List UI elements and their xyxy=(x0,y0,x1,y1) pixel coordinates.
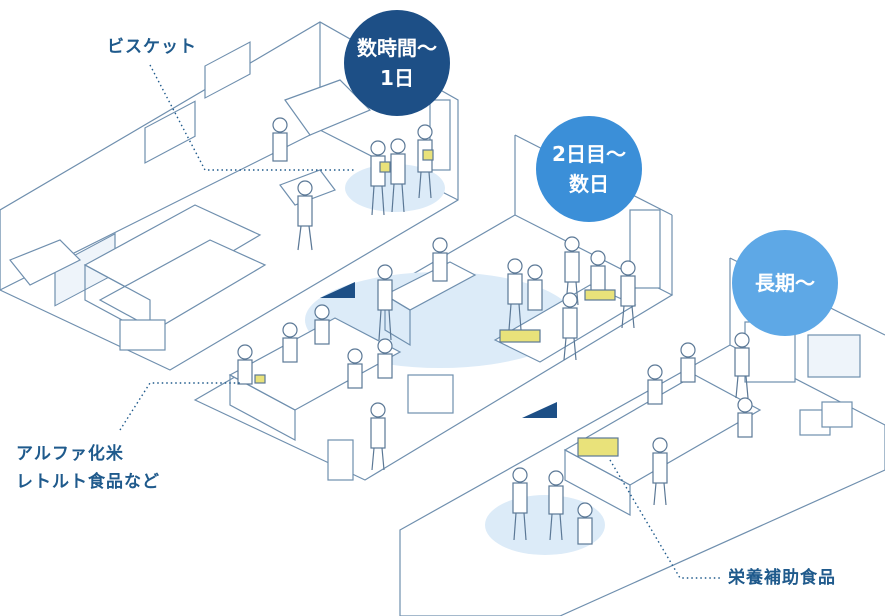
phase-label-line1: 長期〜 xyxy=(755,271,815,295)
phase-badge-second-day: 2日目〜 数日 xyxy=(536,116,642,222)
phase-badge-long-term: 長期〜 xyxy=(732,230,838,336)
room-long-term xyxy=(399,257,885,616)
room-first-hours xyxy=(0,21,459,371)
arrow-to-room2 xyxy=(320,282,355,298)
phase-label-line1: 2日目〜 xyxy=(552,142,626,166)
people-room1 xyxy=(272,117,434,251)
phase-label-line1: 数時間〜 xyxy=(357,36,437,60)
callout-alpha-rice-line2: レトルト食品など xyxy=(16,472,160,492)
callout-nutrition: 栄養補助食品 xyxy=(728,568,836,588)
phase-label-line2: 数日 xyxy=(569,172,609,196)
arrow-to-room3 xyxy=(522,402,557,418)
phase-badge-first-hours: 数時間〜 1日 xyxy=(344,10,450,116)
callout-biscuit: ビスケット xyxy=(107,37,197,57)
phase-label-line2: 1日 xyxy=(380,66,414,90)
callout-alpha-rice-line1: アルファ化米 xyxy=(16,444,124,464)
leader-lines xyxy=(119,64,722,579)
people-room3 xyxy=(512,332,753,545)
people-room2 xyxy=(237,236,636,471)
